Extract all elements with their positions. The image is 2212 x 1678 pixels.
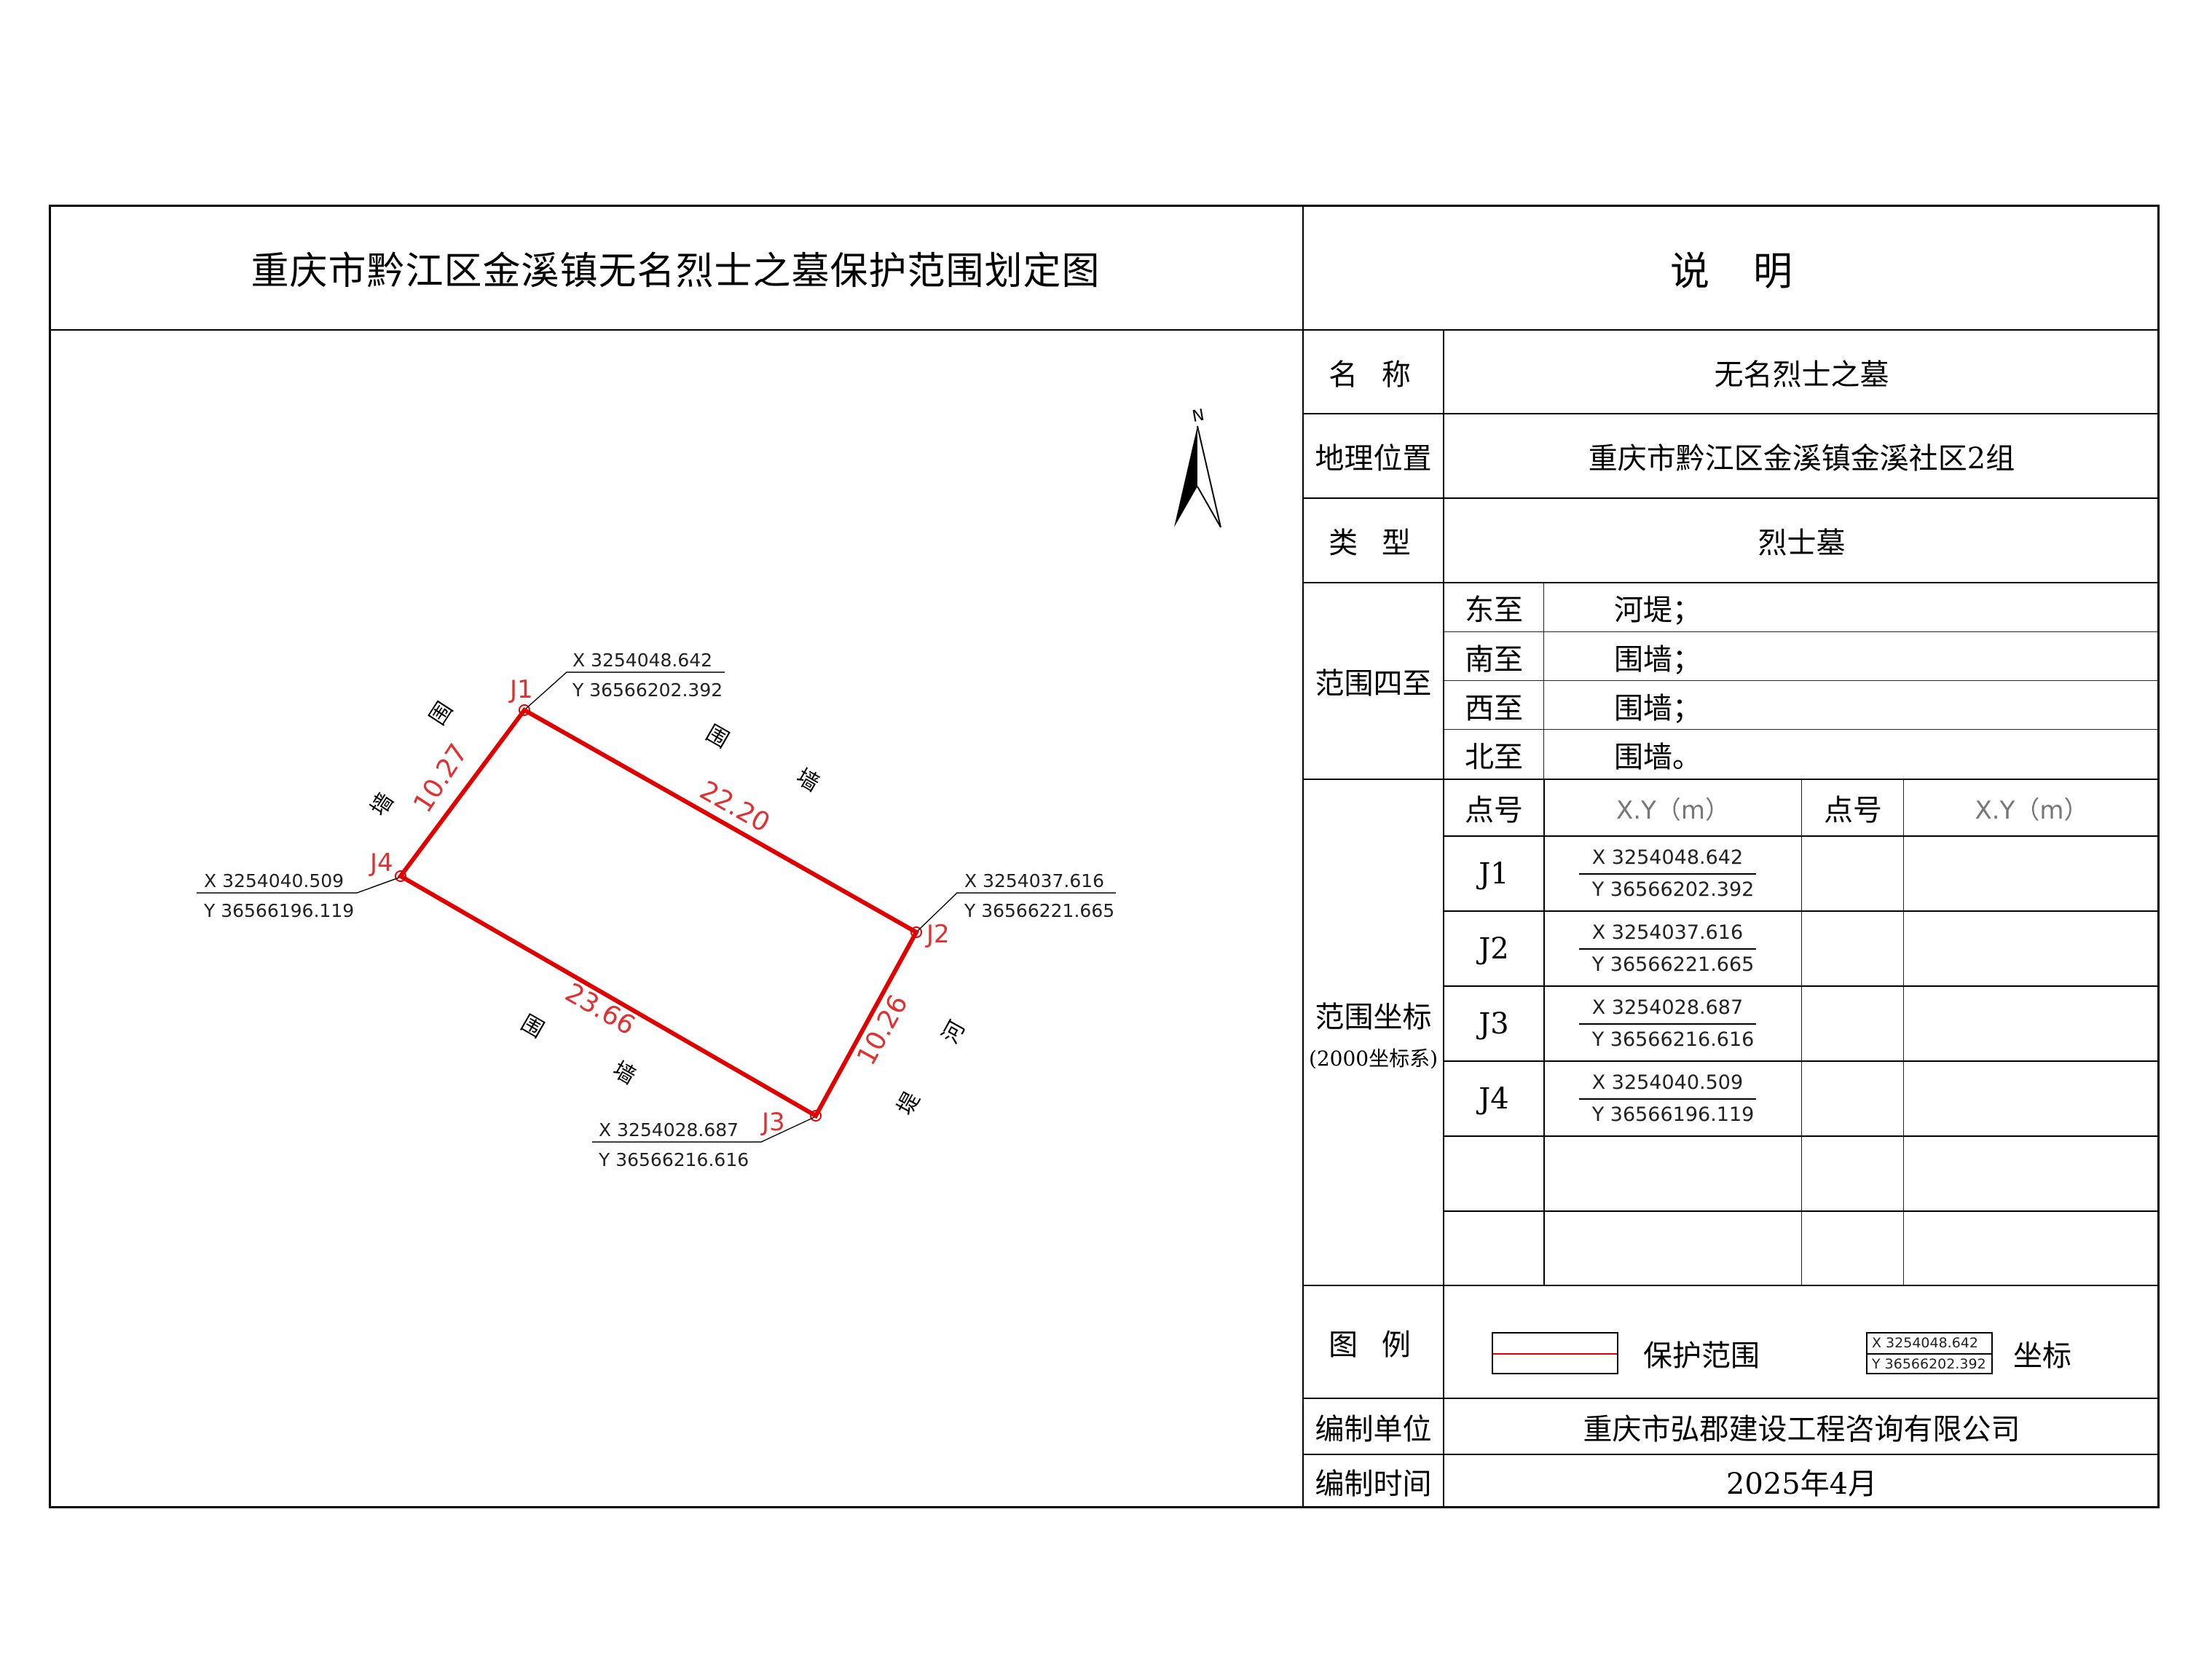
coords-point-value: X 3254048.642 Y 36566202.392: [1544, 836, 1802, 911]
svg-text:Y 36566196.119: Y 36566196.119: [203, 900, 354, 921]
svg-text:Y 36566202.392: Y 36566202.392: [572, 680, 723, 701]
name-label: 名 称: [1329, 358, 1418, 392]
unit-value: 重庆市弘郡建设工程咨询有限公司: [1583, 1412, 2020, 1446]
legend-coord-icon: X 3254048.642 Y 36566202.392: [1866, 1332, 1993, 1374]
panel-title: 说明: [1670, 248, 1836, 294]
svg-text:墙: 墙: [366, 789, 399, 821]
coords-row-divider: [1444, 1060, 2160, 1062]
north-arrow-icon: N: [1174, 406, 1221, 528]
time-label: 编制时间: [1315, 1468, 1432, 1501]
vertex-marker-j1: [519, 704, 530, 716]
svg-text:围: 围: [701, 720, 733, 753]
type-label: 类 型: [1329, 527, 1418, 560]
svg-text:围: 围: [516, 1010, 548, 1043]
coords-sublabel: (2000坐标系): [1308, 1046, 1438, 1071]
coords-row-divider: [1444, 1210, 2160, 1212]
row-divider: [1303, 413, 2160, 414]
row-divider: [1303, 1454, 2160, 1455]
row-divider: [1303, 779, 2160, 780]
coords-header-xy: X.Y（m）: [1616, 795, 1730, 825]
coords-col-divider: [1903, 779, 1904, 1285]
boundary-east-value: 河堤；: [1614, 593, 1701, 627]
legend-label: 图 例: [1329, 1328, 1418, 1362]
svg-text:墙: 墙: [608, 1057, 639, 1090]
row-divider: [1303, 497, 2160, 499]
svg-text:23.66: 23.66: [560, 978, 640, 1041]
svg-text:X 3254037.616: X 3254037.616: [964, 870, 1104, 891]
boundary-south-dir: 南至: [1465, 642, 1523, 677]
boundary-label: 范围四至: [1315, 667, 1432, 701]
title-row-divider: [49, 329, 2160, 331]
boundary-north-value: 围墙。: [1614, 741, 1701, 774]
svg-text:X 3254028.687: X 3254028.687: [599, 1119, 739, 1141]
boundary-row-divider: [1444, 680, 2160, 681]
boundary-south-value: 围墙；: [1614, 642, 1701, 677]
row-divider: [1303, 1398, 2160, 1399]
map-panel-divider: [1302, 205, 1304, 1508]
svg-text:X 3254040.509: X 3254040.509: [204, 870, 344, 891]
label-column-divider: [1443, 330, 1444, 1508]
name-value: 无名烈士之墓: [1714, 358, 1889, 392]
svg-text:N: N: [1191, 406, 1206, 426]
coords-row-divider: [1444, 985, 2160, 987]
drawing-frame: [49, 205, 2160, 1508]
boundary-east-dir: 东至: [1465, 593, 1523, 627]
legend-boundary-text: 保护范围: [1643, 1339, 1760, 1373]
coords-label: 范围坐标: [1315, 1000, 1432, 1034]
svg-text:J2: J2: [925, 920, 950, 949]
location-label: 地理位置: [1315, 442, 1432, 476]
coords-row-divider: [1444, 835, 2160, 837]
coords-point-value: X 3254037.616 Y 36566221.665: [1544, 911, 1802, 986]
coords-header-point: 点号: [1465, 794, 1523, 827]
row-divider: [1303, 1285, 2160, 1286]
svg-text:墙: 墙: [792, 764, 823, 797]
coords-point-id: J2: [1479, 931, 1509, 966]
drawing-title: 重庆市黔江区金溪镇无名烈士之墓保护范围划定图: [251, 249, 1101, 294]
site-map: N X 3254048.642 Y 36566202.392 X 3254037…: [197, 406, 1221, 1170]
time-value: 2025年4月: [1725, 1468, 1878, 1501]
boundary-dir-divider: [1543, 583, 1544, 779]
boundary-west-dir: 西至: [1465, 691, 1523, 725]
svg-text:J3: J3: [760, 1108, 785, 1137]
svg-text:X 3254048.642: X 3254048.642: [572, 650, 712, 671]
legend-coord-text: 坐标: [2013, 1339, 2071, 1373]
legend-boundary-line-icon: [1492, 1332, 1618, 1374]
row-divider: [1303, 582, 2160, 583]
location-value: 重庆市黔江区金溪镇金溪社区2组: [1588, 442, 2015, 476]
svg-text:堤: 堤: [892, 1088, 925, 1119]
svg-text:J4: J4: [369, 848, 393, 878]
boundary-west-value: 围墙；: [1614, 691, 1701, 725]
svg-text:Y 36566221.665: Y 36566221.665: [964, 900, 1114, 921]
coords-row-divider: [1444, 910, 2160, 912]
vertex-marker-j3: [810, 1110, 822, 1122]
coords-point-id: J3: [1479, 1007, 1509, 1041]
coords-col-divider: [1543, 779, 1545, 1285]
coords-point-id: J1: [1479, 856, 1509, 891]
vertex-marker-j4: [395, 870, 406, 882]
boundary-north-dir: 北至: [1465, 741, 1523, 774]
coords-label-cell: 范围坐标 (2000坐标系): [1303, 779, 1444, 1285]
unit-label: 编制单位: [1315, 1412, 1432, 1446]
coords-row-divider: [1444, 1135, 2160, 1137]
svg-text:J1: J1: [508, 675, 533, 704]
svg-text:Y 36566216.616: Y 36566216.616: [598, 1149, 749, 1170]
boundary-row-divider: [1444, 631, 2160, 632]
svg-text:围: 围: [425, 698, 458, 730]
coords-point-value: X 3254028.687 Y 36566216.616: [1544, 986, 1802, 1061]
coords-header-xy-2: X.Y（m）: [1975, 795, 2089, 825]
protection-boundary: [397, 707, 920, 1119]
boundary-row-divider: [1444, 729, 2160, 730]
svg-text:10.27: 10.27: [408, 738, 474, 818]
coords-header-point-2: 点号: [1824, 794, 1882, 827]
coords-point-value: X 3254040.509 Y 36566196.119: [1544, 1061, 1802, 1136]
svg-text:河: 河: [937, 1017, 970, 1048]
coords-point-id: J4: [1479, 1082, 1509, 1116]
type-value: 烈士墓: [1758, 527, 1846, 560]
coords-col-divider: [1801, 779, 1802, 1285]
vertex-marker-j2: [910, 926, 922, 938]
